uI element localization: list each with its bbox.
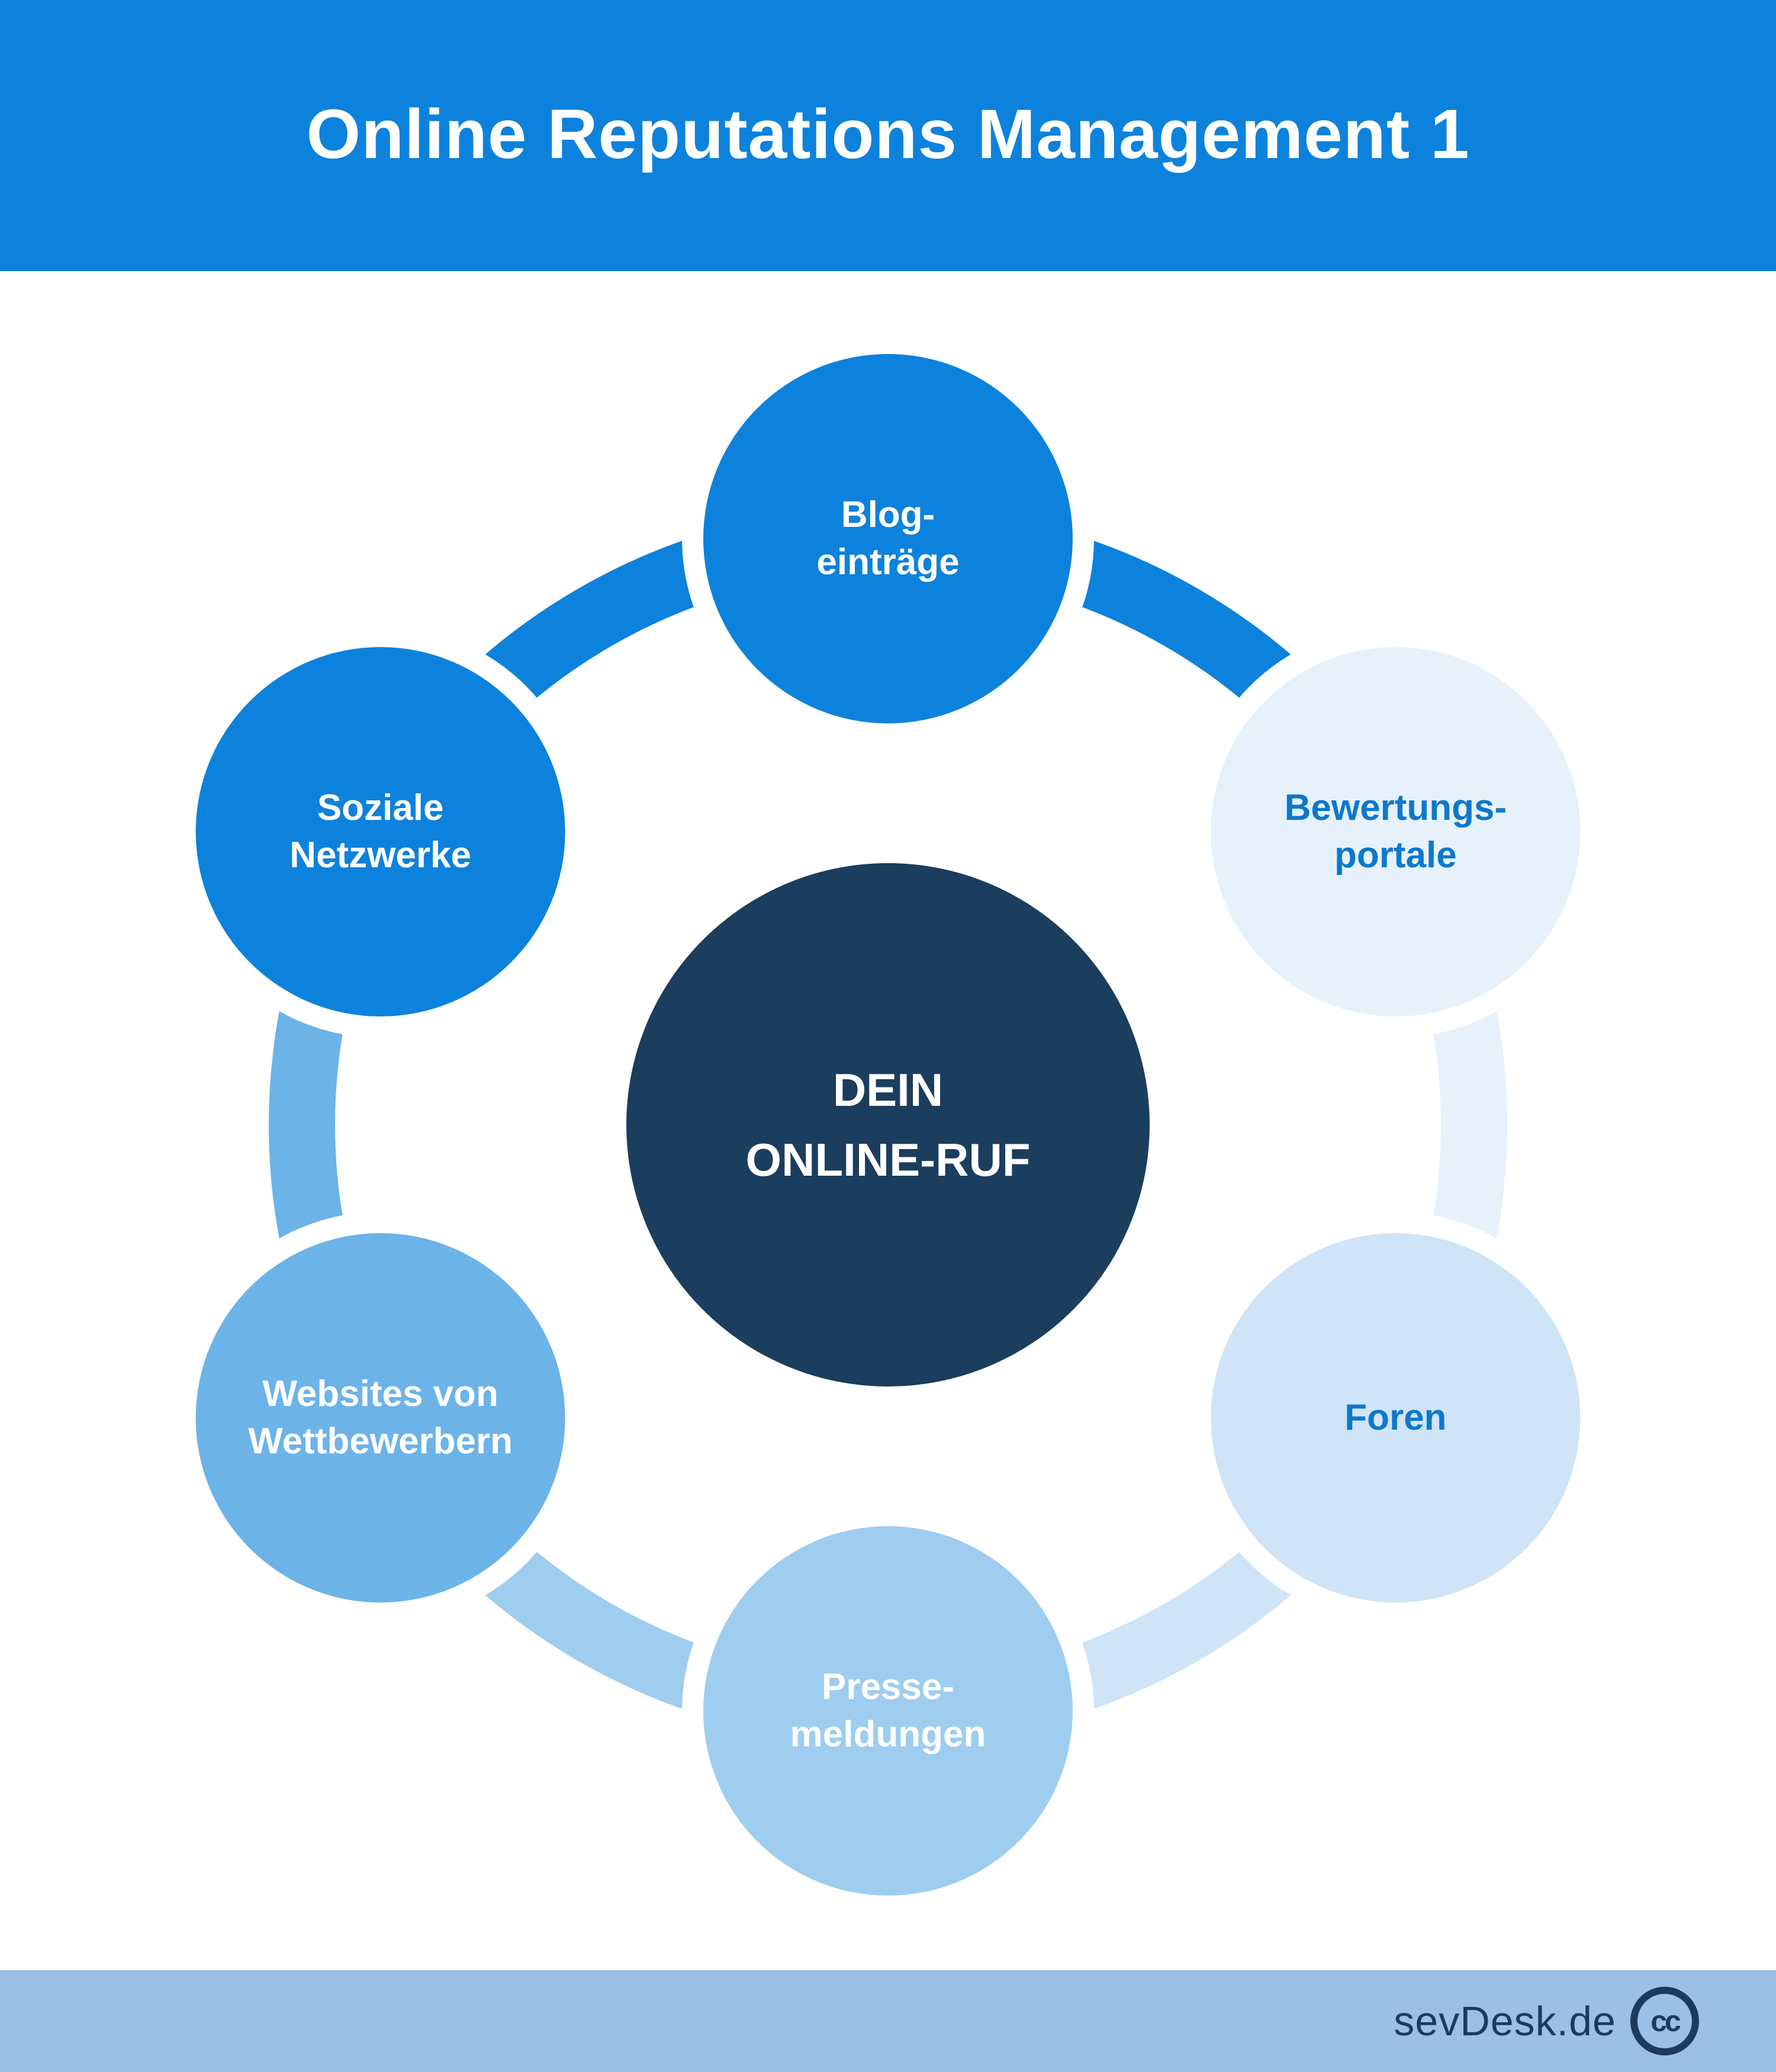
center-node bbox=[626, 863, 1150, 1386]
node-label-blog: Blog- einträge bbox=[816, 494, 960, 583]
node-pressemeldungen bbox=[703, 1526, 1073, 1896]
node-label-websites: Websites von Wettbewerbern bbox=[248, 1373, 513, 1462]
brand[interactable]: sevDesk.de cc bbox=[1394, 1987, 1699, 2055]
node-foren bbox=[1211, 1233, 1581, 1603]
brand-name: sevDesk.de bbox=[1394, 1998, 1616, 2044]
diagram-canvas bbox=[174, 333, 1602, 1917]
node-websites bbox=[195, 1233, 565, 1603]
header-banner: Online Reputations Management 1 bbox=[0, 0, 1776, 271]
node-bewertungsportale bbox=[1211, 647, 1581, 1016]
page-title: Online Reputations Management 1 bbox=[306, 95, 1470, 173]
node-label-soziale-netzwerke: Soziale Netzwerke bbox=[289, 787, 471, 876]
node-soziale-netzwerke bbox=[195, 647, 565, 1016]
sevdesk-cc-logo-icon: cc bbox=[1630, 1987, 1699, 2055]
node-blog bbox=[703, 354, 1073, 723]
node-label-pressemeldungen: Presse- meldungen bbox=[790, 1666, 986, 1755]
node-label-foren: Foren bbox=[1344, 1397, 1447, 1438]
footer-bar: sevDesk.de cc bbox=[0, 1970, 1776, 2072]
node-label-bewertungsportale: Bewertungs- portale bbox=[1284, 787, 1507, 876]
center-label: DEIN ONLINE-RUF bbox=[745, 1064, 1031, 1186]
